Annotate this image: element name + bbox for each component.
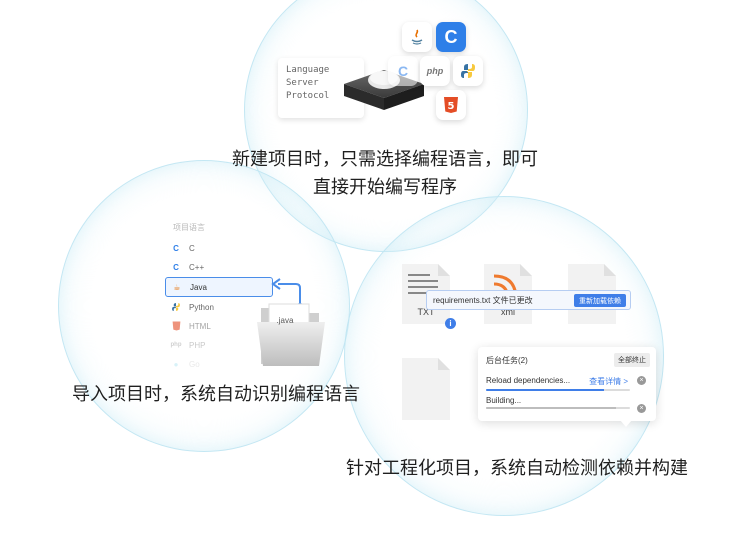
- language-item-cpp[interactable]: C C++: [165, 258, 275, 276]
- language-item-php[interactable]: php PHP: [170, 340, 206, 350]
- language-list: 项目语言 C C C C++ ☕ Java Python HTML php PH…: [165, 222, 275, 374]
- go-icon: ●: [173, 359, 179, 369]
- notice-text: requirements.txt 文件已更改: [433, 295, 533, 305]
- task-label: Reload dependencies...: [486, 376, 571, 385]
- python-icon: [453, 56, 483, 86]
- java-icon: ☕: [173, 282, 181, 292]
- task-label: Building...: [486, 396, 522, 405]
- background-tasks-panel: 后台任务(2) 全部终止 Reload dependencies... 查看详情…: [478, 347, 656, 421]
- language-item-c[interactable]: C C: [165, 239, 275, 257]
- php-icon: php: [420, 56, 450, 86]
- info-icon: i: [445, 318, 456, 329]
- language-item-python[interactable]: Python: [165, 298, 275, 316]
- lsp-card: Language Server Protocol: [278, 58, 364, 118]
- file-changed-notice: requirements.txt 文件已更改 重新加载依赖: [426, 290, 631, 310]
- language-item-html[interactable]: HTML: [165, 317, 275, 335]
- view-details-link[interactable]: 查看详情 >: [589, 377, 628, 386]
- svg-text:xml: xml: [501, 307, 515, 317]
- folder-icon: .java: [257, 303, 325, 366]
- python-icon: [171, 302, 181, 312]
- task-row: Building... ×: [486, 396, 648, 413]
- cpp-icon: C: [388, 56, 418, 86]
- close-icon[interactable]: ×: [637, 404, 646, 413]
- top-caption-line-1: 新建项目时，只需选择编程语言，即可: [232, 149, 538, 170]
- reload-dependencies-button[interactable]: 重新加载依赖: [574, 294, 626, 307]
- cpp-icon: C: [173, 262, 179, 272]
- java-icon: [402, 22, 432, 52]
- lsp-line-3: Protocol: [286, 91, 330, 101]
- panel-pointer: [620, 420, 632, 427]
- progress-bar: [486, 407, 630, 409]
- top-caption-line-2: 直接开始编写程序: [313, 177, 457, 198]
- svg-text:TXT: TXT: [418, 307, 436, 317]
- blank-file-icon: [402, 358, 450, 420]
- language-item-go[interactable]: ● Go: [165, 355, 275, 373]
- c-icon: C: [436, 22, 466, 52]
- end-all-button[interactable]: 全部终止: [614, 353, 650, 367]
- language-list-header: 项目语言: [173, 223, 205, 232]
- lsp-line-1: Language: [286, 65, 330, 75]
- c-icon: C: [173, 243, 179, 253]
- html5-icon: 5: [436, 90, 466, 120]
- task-row: Reload dependencies... 查看详情 > ×: [486, 376, 648, 391]
- language-item-java[interactable]: ☕ Java: [165, 277, 273, 297]
- lsp-line-2: Server: [286, 78, 319, 88]
- html5-icon: [171, 321, 181, 331]
- progress-bar: [486, 389, 630, 391]
- svg-text:.java: .java: [277, 316, 294, 325]
- left-caption: 导入项目时，系统自动识别编程语言: [72, 384, 360, 405]
- php-icon: php: [170, 342, 182, 348]
- tasks-title: 后台任务(2): [486, 356, 528, 365]
- right-caption: 针对工程化项目，系统自动检测依赖并构建: [346, 458, 688, 479]
- svg-text:5: 5: [448, 101, 455, 112]
- top-caption: 新建项目时，只需选择编程语言，即可 直接开始编写程序: [230, 147, 540, 201]
- close-icon[interactable]: ×: [637, 376, 646, 385]
